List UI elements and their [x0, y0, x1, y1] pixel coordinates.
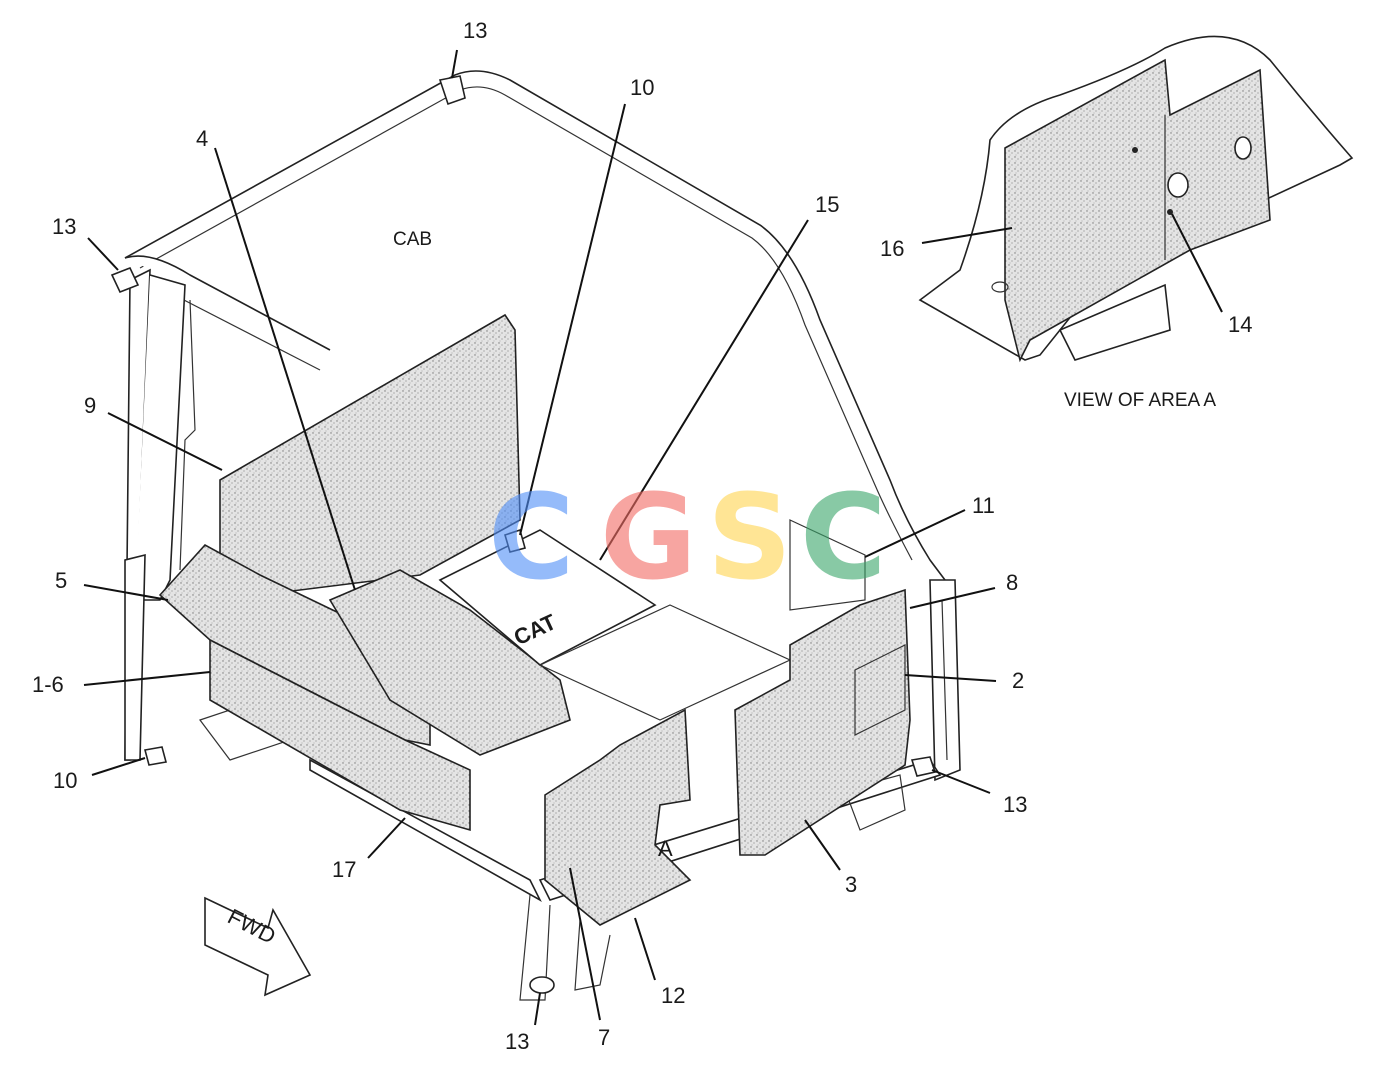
callout-11: 11	[972, 493, 995, 518]
callout-13-top: 13	[463, 18, 487, 43]
callout-labels: 13 13 10 4 15 9 5 1-6 10 17 7 12 13 3 13…	[32, 18, 1027, 1054]
callout-7: 7	[598, 1025, 610, 1050]
fitting-10-top	[504, 528, 526, 553]
callout-2: 2	[1012, 668, 1024, 693]
callout-13-right: 13	[1003, 792, 1027, 817]
watermark-letter-c1: C	[488, 468, 575, 606]
cab-label: CAB	[393, 229, 432, 250]
callout-17: 17	[332, 857, 356, 882]
fitting-13-left	[110, 266, 140, 294]
watermark-letter-g: G	[600, 468, 697, 606]
fitting-13-top	[438, 75, 466, 106]
watermark-letter-s: S	[707, 468, 792, 606]
callout-4: 4	[196, 126, 208, 151]
callout-10-left: 10	[53, 768, 77, 793]
callout-13-bottom: 13	[505, 1029, 529, 1054]
callout-3: 3	[845, 872, 857, 897]
callout-9: 9	[84, 393, 96, 418]
callout-8: 8	[1006, 570, 1018, 595]
front-mat-7	[544, 708, 692, 926]
panel-11	[789, 519, 866, 611]
forward-arrow-icon: FWD	[204, 896, 312, 997]
area-a-marker: A	[658, 836, 673, 861]
fastener-14	[1167, 209, 1173, 215]
floor-mat-4	[328, 569, 571, 756]
cgsc-watermark: C G S C	[488, 468, 887, 606]
leader-lines	[83, 49, 997, 1026]
callout-12: 12	[661, 983, 685, 1008]
fitting-13-right	[910, 756, 937, 777]
callout-16: 16	[880, 236, 904, 261]
callout-13-left: 13	[52, 214, 76, 239]
floor-plate-15: CAT	[438, 529, 657, 666]
callout-14: 14	[1228, 312, 1252, 337]
rear-wall-mat-9	[219, 313, 521, 601]
watermark-letter-c2: C	[800, 468, 887, 606]
area-a-detail-view: 16 14 VIEW OF AREA A	[880, 35, 1354, 411]
callout-15: 15	[815, 192, 839, 217]
callout-5: 5	[55, 568, 67, 593]
cab-left-pillar	[124, 268, 196, 761]
fitting-10-left	[144, 746, 167, 766]
right-wall-mat-2	[734, 588, 911, 856]
callout-1-6: 1-6	[32, 672, 64, 697]
view-area-a-caption: VIEW OF AREA A	[1064, 390, 1216, 411]
side-mat-1-6	[209, 638, 471, 832]
fitting-13-bottom	[529, 976, 555, 994]
callout-10-top: 10	[630, 75, 654, 100]
cab-right-pillar	[929, 579, 961, 782]
